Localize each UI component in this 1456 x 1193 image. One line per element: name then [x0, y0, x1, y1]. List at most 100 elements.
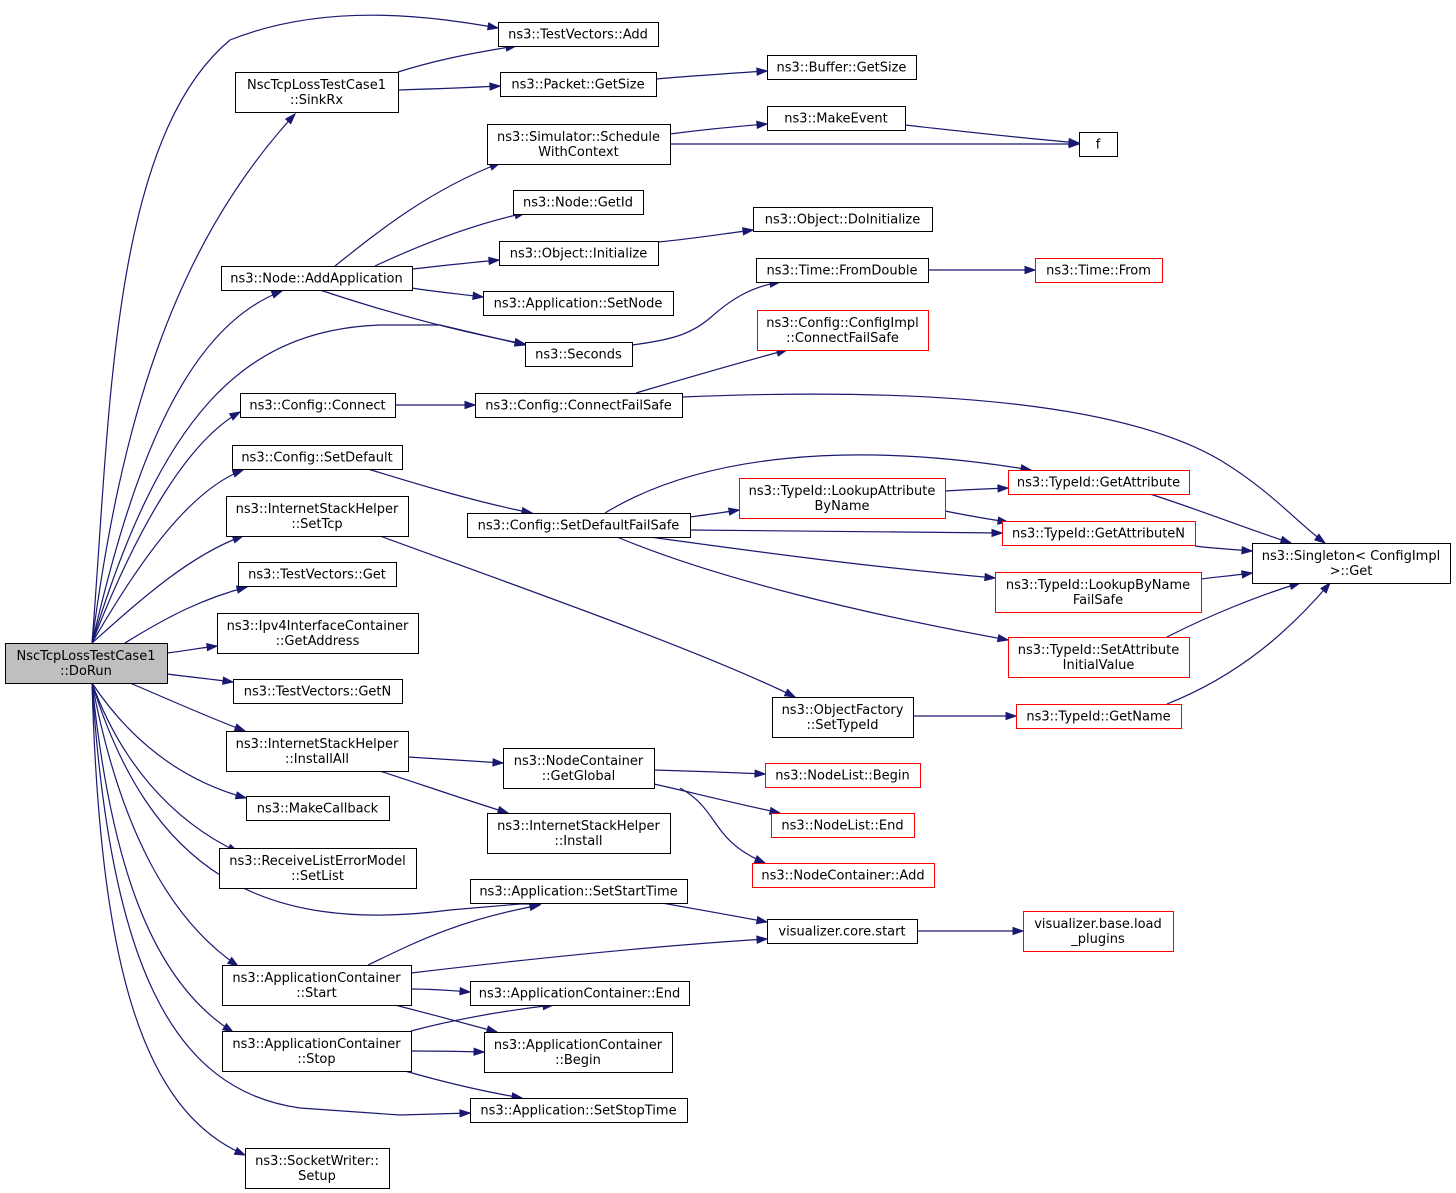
node-label: ns3::Config::ConfigImpl	[766, 316, 919, 331]
node-label: ns3::Buffer::GetSize	[777, 61, 907, 76]
edge-line	[1149, 493, 1292, 544]
edge-arrowhead	[489, 82, 502, 91]
function-node-tv_getn[interactable]: ns3::TestVectors::GetN	[233, 679, 403, 704]
function-node-objfac_settypeid[interactable]: ns3::ObjectFactory::SetTypeId	[772, 697, 914, 738]
node-label: ns3::InternetStackHelper	[236, 737, 399, 752]
call-edge-node_addapp-to-seconds	[319, 289, 527, 347]
function-node-ish_settcp[interactable]: ns3::InternetStackHelper::SetTcp	[226, 496, 409, 537]
edge-line	[661, 902, 768, 923]
node-label: InitialValue	[1063, 658, 1135, 673]
call-edge-sinkrx-to-pkt_getsize	[397, 82, 502, 91]
node-label: ns3::TypeId::GetAttributeN	[1012, 527, 1185, 542]
node-box	[226, 731, 409, 772]
function-node-sinkrx[interactable]: NscTcpLossTestCase1::SinkRx	[235, 72, 399, 113]
function-node-buf_getsize[interactable]: ns3::Buffer::GetSize	[767, 55, 917, 80]
function-node-app_setnode[interactable]: ns3::Application::SetNode	[483, 291, 674, 316]
edge-line	[334, 162, 501, 267]
function-node-dorun: NscTcpLossTestCase1::DoRun	[5, 643, 168, 684]
function-node-ish_install[interactable]: ns3::InternetStackHelper::Install	[487, 813, 671, 854]
function-node-obj_init[interactable]: ns3::Object::Initialize	[499, 241, 659, 266]
function-node-time_from[interactable]: ns3::Time::From	[1035, 258, 1163, 283]
node-label: ns3::Config::Connect	[249, 399, 385, 414]
edge-arrowhead	[486, 22, 500, 31]
edge-line	[91, 682, 239, 853]
function-node-tv_add[interactable]: ns3::TestVectors::Add	[498, 22, 659, 47]
call-edge-typeid_lookupbyname-to-singleton_get	[1200, 570, 1254, 580]
function-node-nc_getglobal[interactable]: ns3::NodeContainer::GetGlobal	[503, 748, 655, 789]
edge-arrowhead	[270, 290, 284, 299]
edge-line	[411, 259, 500, 270]
function-node-ish_installall[interactable]: ns3::InternetStackHelper::InstallAll	[226, 731, 409, 772]
function-node-obj_doinit[interactable]: ns3::Object::DoInitialize	[753, 207, 933, 232]
call-edge-appc_start-to-app_setstarttime	[367, 902, 542, 966]
call-edge-sched_ctx-to-makeevent	[669, 120, 769, 135]
function-node-nc_add[interactable]: ns3::NodeContainer::Add	[752, 863, 935, 888]
call-edge-appc_stop-to-appc_end	[410, 1002, 555, 1032]
function-node-makeevent[interactable]: ns3::MakeEvent	[767, 106, 906, 131]
function-node-appc_end[interactable]: ns3::ApplicationContainer::End	[470, 981, 690, 1006]
function-node-ipv4_getaddr[interactable]: ns3::Ipv4InterfaceContainer::GetAddress	[217, 613, 419, 654]
function-node-cfg_connect[interactable]: ns3::Config::Connect	[240, 393, 396, 418]
node-label: ns3::ApplicationContainer	[232, 1037, 401, 1052]
function-node-cfg_sdfs[interactable]: ns3::Config::SetDefaultFailSafe	[467, 513, 691, 538]
edge-arrowhead	[753, 855, 767, 864]
function-node-cfgimpl_cfs[interactable]: ns3::Config::ConfigImpl::ConnectFailSafe	[757, 310, 929, 351]
node-label: ns3::Application::SetStartTime	[479, 885, 677, 900]
edge-arrowhead	[459, 1109, 472, 1118]
call-edge-appc_start-to-appc_end	[410, 986, 472, 996]
node-label: ns3::TestVectors::GetN	[244, 685, 392, 700]
function-node-tv_get[interactable]: ns3::TestVectors::Get	[238, 562, 397, 587]
function-node-typeid_getattrn[interactable]: ns3::TypeId::GetAttributeN	[1002, 521, 1196, 546]
node-box	[475, 393, 683, 418]
call-edge-obj_init-to-obj_doinit	[657, 227, 755, 243]
function-node-nodelist_begin[interactable]: ns3::NodeList::Begin	[765, 763, 921, 788]
function-node-node_addapp[interactable]: ns3::Node::AddApplication	[221, 266, 413, 291]
node-label: ::GetGlobal	[542, 769, 615, 784]
function-node-vis_base_load[interactable]: visualizer.base.load_plugins	[1023, 911, 1174, 952]
node-label: ns3::ObjectFactory	[782, 703, 904, 718]
function-node-seconds[interactable]: ns3::Seconds	[525, 342, 633, 367]
function-node-app_setstarttime[interactable]: ns3::Application::SetStartTime	[470, 879, 688, 904]
edge-arrowhead	[1068, 137, 1081, 147]
function-node-cfg_cfs[interactable]: ns3::Config::ConnectFailSafe	[475, 393, 683, 418]
node-box	[500, 72, 657, 97]
node-label: ::GetAddress	[276, 634, 360, 649]
function-node-typeid_getname[interactable]: ns3::TypeId::GetName	[1016, 704, 1182, 729]
node-label: ns3::Object::Initialize	[510, 247, 648, 262]
function-node-vis_core_start[interactable]: visualizer.core.start	[767, 919, 918, 944]
function-node-makecallback[interactable]: ns3::MakeCallback	[246, 796, 390, 821]
node-label: ns3::Config::SetDefault	[241, 451, 392, 466]
function-node-sockwriter_setup[interactable]: ns3::SocketWriter::Setup	[245, 1148, 390, 1189]
function-node-rlem_setlist[interactable]: ns3::ReceiveListErrorModel::SetList	[219, 848, 417, 889]
edge-arrowhead	[222, 676, 235, 685]
function-node-typeid_getattr[interactable]: ns3::TypeId::GetAttribute	[1008, 470, 1190, 495]
function-node-f[interactable]: f	[1079, 132, 1118, 157]
edge-arrowhead	[984, 572, 997, 582]
node-box	[245, 1148, 390, 1189]
function-node-app_setstoptime[interactable]: ns3::Application::SetStopTime	[470, 1098, 688, 1123]
edge-line	[689, 529, 1003, 534]
node-label: ns3::Packet::GetSize	[511, 78, 644, 93]
function-node-node_getid[interactable]: ns3::Node::GetId	[513, 190, 644, 215]
function-node-pkt_getsize[interactable]: ns3::Packet::GetSize	[500, 72, 657, 97]
node-label: ::Install	[555, 834, 603, 849]
function-node-time_fromdouble[interactable]: ns3::Time::FromDouble	[756, 258, 929, 283]
node-box	[767, 106, 906, 131]
edge-arrowhead	[233, 723, 247, 732]
function-node-appc_stop[interactable]: ns3::ApplicationContainer::Stop	[222, 1031, 412, 1072]
node-label: ::ConnectFailSafe	[786, 331, 899, 346]
function-node-cfg_setdefault[interactable]: ns3::Config::SetDefault	[232, 445, 403, 470]
function-node-singleton_get[interactable]: ns3::Singleton< ConfigImpl >::Get	[1252, 543, 1451, 584]
function-node-appc_start[interactable]: ns3::ApplicationContainer::Start	[222, 965, 412, 1006]
function-node-nodelist_end[interactable]: ns3::NodeList::End	[771, 813, 915, 838]
function-node-appc_begin[interactable]: ns3::ApplicationContainer::Begin	[484, 1032, 673, 1073]
node-label: ns3::Application::SetStopTime	[480, 1104, 676, 1119]
edge-arrowhead	[756, 935, 769, 944]
node-box	[222, 1031, 412, 1072]
node-box	[499, 241, 659, 266]
edge-line	[616, 536, 1009, 641]
